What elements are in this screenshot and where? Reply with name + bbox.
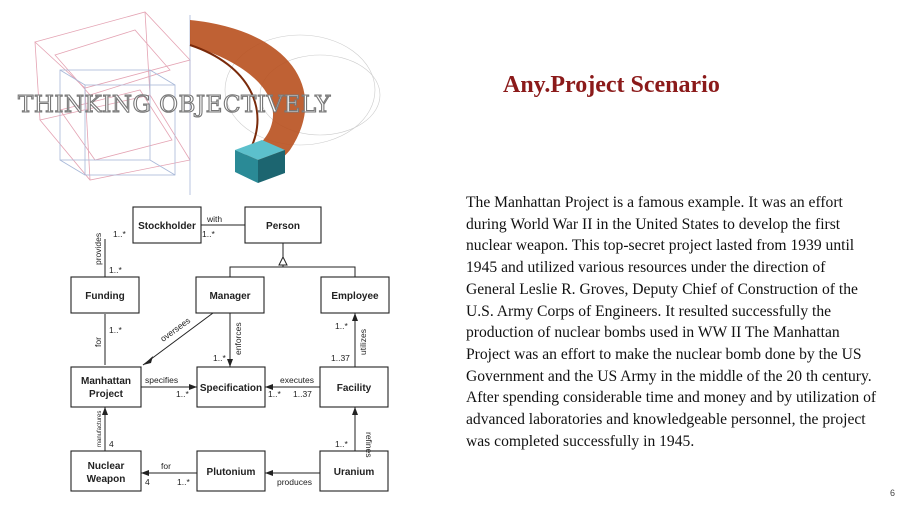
multiplicity-label: 1..* xyxy=(213,353,226,363)
svg-text:Specification: Specification xyxy=(200,383,262,394)
multiplicity-label: 4 xyxy=(145,477,150,487)
stockholder-box: Stockholder xyxy=(132,206,202,244)
slide-title: Any.Project Scenario xyxy=(503,72,720,98)
thinking-objectively-logo: THINKING OBJECTIVELY xyxy=(17,11,381,195)
svg-text:Employee: Employee xyxy=(331,291,379,302)
edge-label-produces: produces xyxy=(277,477,312,487)
uml-class-diagram: Stockholder Person Funding Manager Emplo… xyxy=(70,206,390,492)
edge-label-specifies: specifies xyxy=(145,375,178,385)
svg-text:Funding: Funding xyxy=(85,291,124,302)
edge-label-manufactures: manufactures xyxy=(97,411,103,447)
edge-label-utilizes: utilizes xyxy=(358,329,368,355)
multiplicity-label: 1..* xyxy=(268,389,281,399)
svg-text:Uranium: Uranium xyxy=(334,467,375,478)
person-box: Person xyxy=(244,206,322,244)
multiplicity-label: 1..* xyxy=(109,325,122,335)
edge-label-executes: executes xyxy=(280,375,314,385)
multiplicity-label: 1..* xyxy=(335,321,348,331)
svg-text:Facility: Facility xyxy=(337,383,372,394)
edge-label-provides: provides xyxy=(93,233,103,265)
svg-text:Manhattan: Manhattan xyxy=(81,376,131,387)
edge-label-with: with xyxy=(206,214,222,224)
svg-text:Weapon: Weapon xyxy=(87,474,126,485)
multiplicity-label: 1..* xyxy=(109,265,122,275)
multiplicity-label: 1..37 xyxy=(293,389,312,399)
facility-box: Facility xyxy=(319,366,389,408)
multiplicity-label: 1..* xyxy=(177,477,190,487)
svg-text:Nuclear: Nuclear xyxy=(88,461,125,472)
svg-text:Plutonium: Plutonium xyxy=(207,467,256,478)
multiplicity-label: 1..* xyxy=(113,229,126,239)
logo-text: THINKING OBJECTIVELY xyxy=(18,92,331,118)
page-number: 6 xyxy=(890,488,896,498)
svg-text:Stockholder: Stockholder xyxy=(138,221,196,232)
manager-box: Manager xyxy=(195,276,265,314)
multiplicity-label: 1..* xyxy=(335,439,348,449)
edge-label-refines: refines xyxy=(364,432,374,458)
edge-label-for-plutonium: for xyxy=(161,461,171,471)
edge-label-enforces: enforces xyxy=(233,322,243,355)
svg-text:Manager: Manager xyxy=(209,291,250,302)
plutonium-box: Plutonium xyxy=(196,450,266,492)
logo-cube-icon xyxy=(235,140,285,183)
slide-body-text: The Manhattan Project is a famous exampl… xyxy=(466,194,877,450)
multiplicity-label: 4 xyxy=(109,439,114,449)
specification-box: Specification xyxy=(196,366,266,408)
edge-label-for: for xyxy=(93,337,103,347)
edge-label-oversees: oversees xyxy=(158,315,192,343)
funding-box: Funding xyxy=(70,276,140,314)
logo-swoosh xyxy=(190,20,306,169)
diagram-connectors xyxy=(102,224,358,476)
svg-text:Project: Project xyxy=(89,389,124,400)
uranium-box: Uranium xyxy=(319,450,389,492)
manhattan-project-box: Manhattan Project xyxy=(70,366,142,408)
nuclear-weapon-box: Nuclear Weapon xyxy=(70,450,142,492)
multiplicity-label: 1..37 xyxy=(331,353,350,363)
multiplicity-label: 1..* xyxy=(202,229,215,239)
employee-box: Employee xyxy=(320,276,390,314)
multiplicity-label: 1..* xyxy=(176,389,189,399)
svg-text:Person: Person xyxy=(266,221,300,232)
